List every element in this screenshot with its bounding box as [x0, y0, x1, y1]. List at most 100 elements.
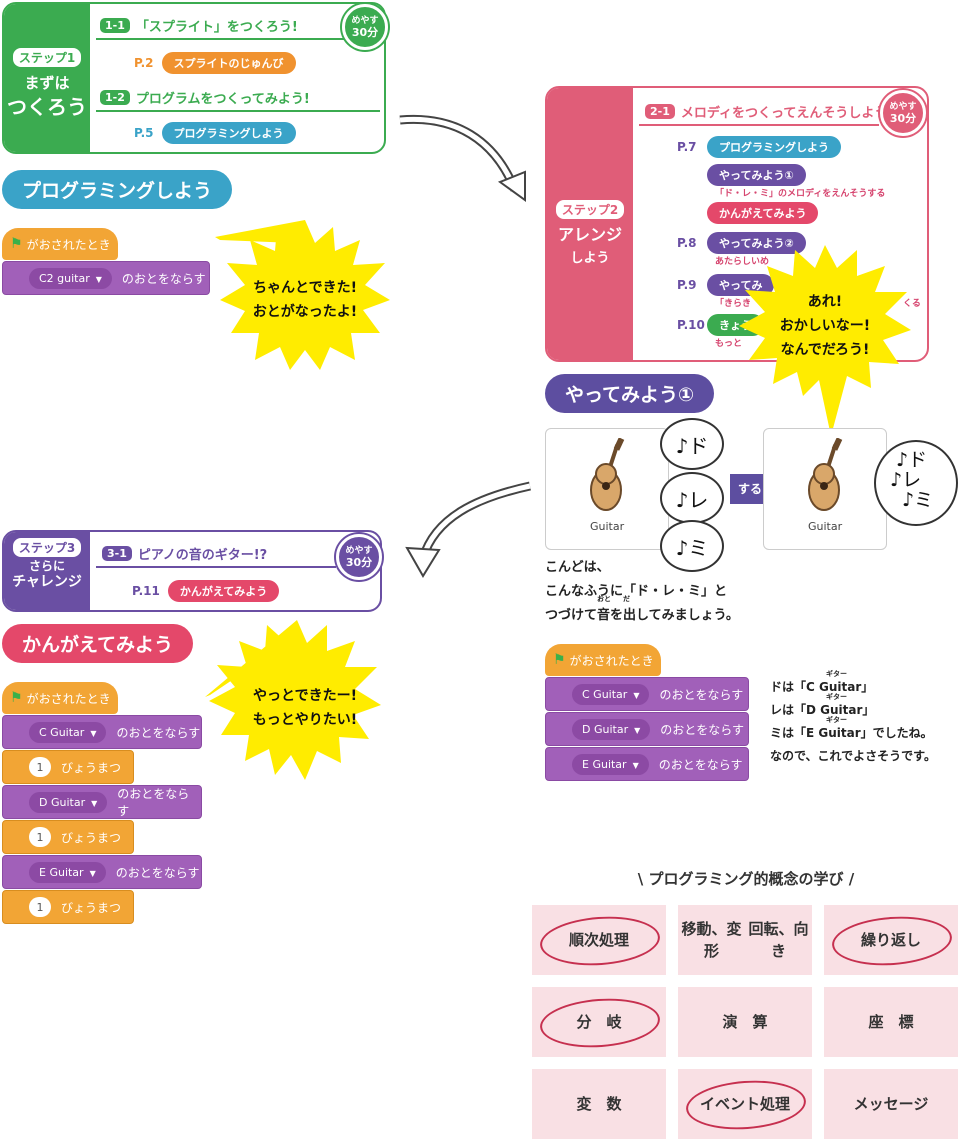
- pill-programming[interactable]: プログラミングしよう: [707, 136, 841, 158]
- mixed-note-bubble: [874, 440, 958, 526]
- step2-time-badge: めやす 30分: [880, 90, 926, 136]
- note-line: なので、これでよさそうです。: [770, 749, 936, 763]
- section-number: 1-1: [100, 18, 130, 33]
- sound-dropdown[interactable]: C2 guitar▼: [29, 267, 112, 289]
- wait-block[interactable]: 1 びょうまつ: [2, 750, 134, 784]
- flag-hat-block[interactable]: ⚑ がおされたとき: [545, 644, 661, 676]
- speech-star-3: [205, 620, 381, 780]
- row-subtext: 「きらき: [715, 299, 752, 309]
- dropdown-arrow-icon: ▼: [89, 868, 96, 878]
- pill-try1[interactable]: やってみよう①: [707, 164, 806, 186]
- dropdown-arrow-icon: ▼: [91, 798, 98, 808]
- row-subtext-right: くる: [903, 299, 921, 309]
- speech-line: おとがなったよ!: [252, 304, 358, 320]
- guitar-icon: [590, 438, 625, 511]
- pill-programming[interactable]: プログラミングしよう: [161, 122, 296, 144]
- play-sound-block[interactable]: E Guitar▼ のおとをならす: [2, 855, 202, 889]
- text-line-wrap: おと だ つづけて音を出してみましょう。: [545, 595, 739, 628]
- wait-seconds-input[interactable]: 1: [29, 827, 51, 847]
- guitar-label-left: Guitar: [590, 520, 625, 533]
- flag-icon: ⚑: [10, 236, 23, 252]
- pill-try2[interactable]: やってみよう②: [707, 232, 806, 254]
- curved-arrow-icon: [399, 114, 526, 202]
- sound-dropdown[interactable]: E Guitar▼: [29, 861, 106, 883]
- page-number: P.5: [134, 126, 154, 140]
- flag-icon: ⚑: [10, 690, 23, 706]
- speech-star-2: [739, 245, 911, 436]
- note-line: ミは「E Guitar」でしたね。: [770, 726, 933, 740]
- section-number: 2-1: [645, 104, 675, 119]
- section-title: メロディをつくってえんそうしよう!: [680, 106, 894, 121]
- play-sound-block[interactable]: D Guitar▼ のおとをならす: [545, 712, 749, 746]
- dropdown-arrow-icon: ▼: [633, 690, 640, 700]
- step1-side: ステップ1 まずは つくろう: [4, 4, 90, 152]
- mixed-note: ♪レ: [890, 469, 922, 491]
- divider: [96, 566, 336, 568]
- play-sound-block[interactable]: C Guitar▼ のおとをならす: [545, 677, 749, 711]
- hat-label: がおされたとき: [26, 691, 111, 706]
- pill-think[interactable]: かんがえてみよう: [707, 202, 819, 224]
- text-line: つづけて音を出してみましょう。: [545, 608, 739, 623]
- step1-card: ステップ1 まずは つくろう 1-1 「スプライト」をつくろう! P.2 スプラ…: [2, 2, 386, 154]
- step2-side: ステップ2 アレンジ しよう: [547, 88, 633, 360]
- page-number: P.7: [677, 140, 697, 154]
- section-title: 「スプライト」をつくろう!: [135, 20, 298, 35]
- concept-label: 演 算: [722, 1013, 768, 1031]
- play-sound-block[interactable]: D Guitar▼ のおとをならす: [2, 785, 202, 819]
- wait-seconds-input[interactable]: 1: [29, 757, 51, 777]
- page-number: P.11: [132, 584, 160, 598]
- concept-label: 処理: [760, 1095, 791, 1113]
- play-sound-block[interactable]: C2 guitar▼ のおとをならす: [2, 261, 210, 295]
- speech-line: ちゃんとできた!: [253, 280, 357, 296]
- ruby-guitar: ギター: [826, 670, 847, 678]
- step1-time-badge: めやす 30分: [342, 4, 388, 50]
- sound-dropdown[interactable]: C Guitar▼: [29, 721, 107, 743]
- page-number: P.2: [134, 56, 154, 70]
- concept-label: 繰り返し: [860, 931, 921, 949]
- time-value: 30分: [345, 556, 373, 569]
- step3-time-badge: めやす 30分: [336, 534, 382, 580]
- wait-block[interactable]: 1 びょうまつ: [2, 820, 134, 854]
- play-sound-block[interactable]: C Guitar▼ のおとをならす: [2, 715, 202, 749]
- flag-icon: ⚑: [553, 652, 566, 668]
- wait-block[interactable]: 1 びょうまつ: [2, 890, 134, 924]
- step3-title-line2: チャレンジ: [12, 574, 82, 590]
- block-label: びょうまつ: [61, 900, 122, 915]
- page-number: P.10: [677, 318, 705, 332]
- ruby-guitar: ギター: [826, 693, 847, 701]
- row-subtext: 「ド・レ・ミ」のメロディをえんそうする: [715, 189, 886, 199]
- step2-title-line2: しよう: [570, 251, 610, 266]
- sound-dropdown[interactable]: D Guitar▼: [572, 718, 651, 740]
- try-notes: ギター ドは「C Guitar」 ギター レは「D Guitar」 ギター ミは…: [770, 670, 936, 768]
- speech-text-3: やっとできたー! もっとやりたい!: [240, 684, 370, 732]
- step2-row-3: かんがえてみよう: [677, 202, 819, 224]
- play-sound-block[interactable]: E Guitar▼ のおとをならす: [545, 747, 749, 781]
- step1-page-row-1: P.2 スプライトのじゅんび: [134, 52, 296, 74]
- note-bubble-mi: ♪ミ: [660, 520, 724, 572]
- mixed-notes: ♪ド ♪レ ♪ミ: [890, 449, 933, 510]
- concept-cell: 演 算: [678, 987, 812, 1057]
- flag-hat-block[interactable]: ⚑ がおされたとき: [2, 228, 118, 260]
- note-bubble-re: ♪レ: [660, 472, 724, 524]
- hat-label: がおされたとき: [26, 237, 111, 252]
- sound-dropdown[interactable]: E Guitar▼: [572, 753, 649, 775]
- text-line: こんなふうに「ド・レ・ミ」と: [545, 584, 728, 599]
- concept-cell: イベント処理: [678, 1069, 812, 1139]
- step2-row-4: P.8 やってみよう②: [677, 232, 806, 254]
- concept-label: 移動、変形: [681, 920, 742, 960]
- pill-try3[interactable]: やってみ: [707, 274, 775, 296]
- heading-think: かんがえてみよう: [2, 624, 194, 663]
- mixed-note: ♪ド: [896, 449, 928, 471]
- pill-think[interactable]: かんがえてみよう: [167, 580, 280, 602]
- flag-hat-block[interactable]: ⚑ がおされたとき: [2, 682, 118, 714]
- speech-line: やっとできたー!: [253, 688, 357, 704]
- speech-text-2: あれ! おかしいなー! なんでだろう!: [760, 290, 890, 362]
- pill-sprite-prep[interactable]: スプライトのじゅんび: [161, 52, 296, 74]
- speech-line: もっとやりたい!: [252, 712, 358, 728]
- wait-seconds-input[interactable]: 1: [29, 897, 51, 917]
- time-label: めやす: [345, 546, 373, 556]
- sound-dropdown[interactable]: C Guitar▼: [572, 683, 650, 705]
- step1-section-2: 1-2 プログラムをつくってみよう!: [100, 88, 310, 107]
- sound-dropdown[interactable]: D Guitar▼: [29, 791, 108, 813]
- ruby-oto: おと: [597, 595, 611, 603]
